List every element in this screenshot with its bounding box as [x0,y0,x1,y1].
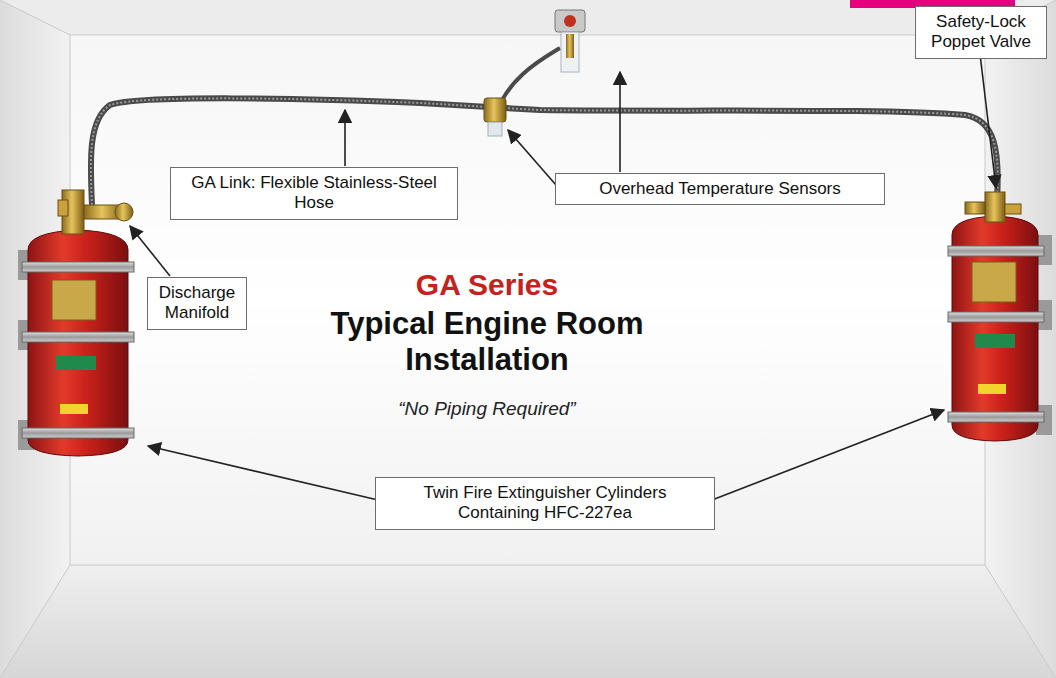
callout-text: Overhead Temperature Sensors [564,179,876,199]
callout-text: Twin Fire Extinguisher Cylinders Contain… [384,483,706,524]
tagline: “No Piping Required” [337,398,637,421]
callout-box: Overhead Temperature Sensors [555,173,885,205]
diagram-title: GA Series [337,268,637,303]
callout-text: GA Link: Flexible Stainless-Steel Hose [179,173,449,214]
callout-text: Safety-Lock Poppet Valve [924,12,1038,53]
subtitle: Typical Engine Room Installation [297,306,677,377]
callout-text: Discharge Manifold [156,283,238,324]
callout-box: Discharge Manifold [147,277,247,330]
callout-box: Twin Fire Extinguisher Cylinders Contain… [375,477,715,530]
callout-box: Safety-Lock Poppet Valve [915,6,1047,59]
callout-box: GA Link: Flexible Stainless-Steel Hose [170,167,458,220]
